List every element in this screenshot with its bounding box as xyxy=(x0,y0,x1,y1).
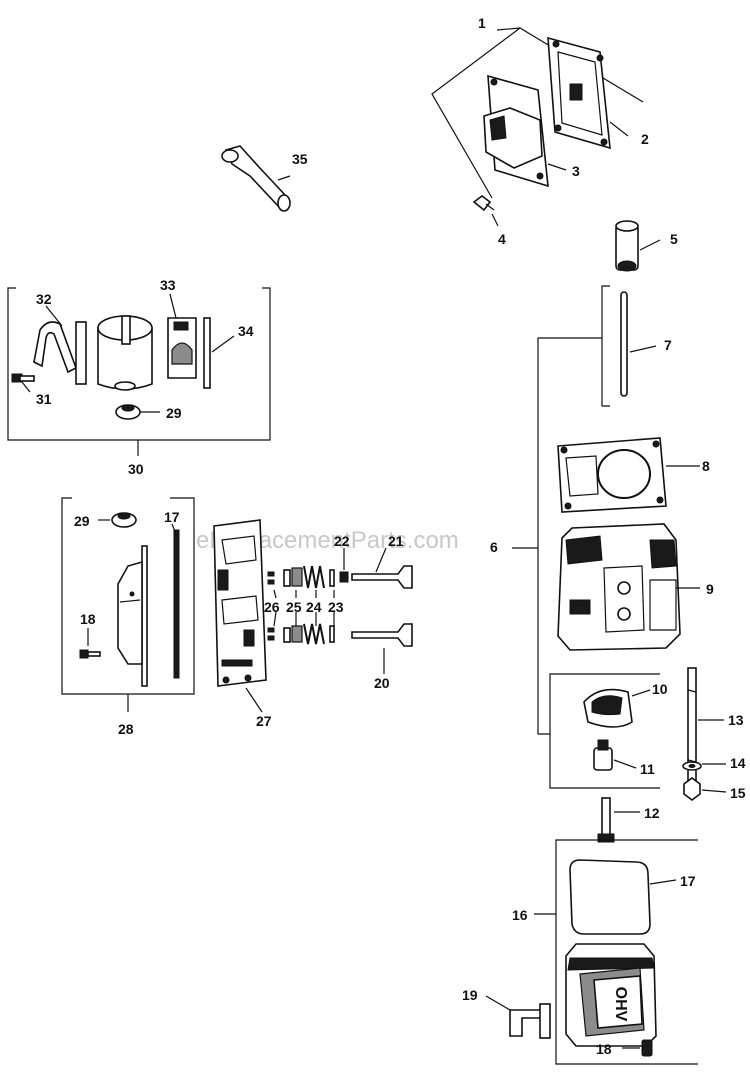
callout-2: 2 xyxy=(641,131,649,147)
callout-3: 3 xyxy=(572,163,580,179)
callout-33: 33 xyxy=(160,277,176,293)
callout-22: 22 xyxy=(334,533,350,549)
part-head-cover-plate xyxy=(117,545,148,687)
group-30-box xyxy=(7,287,271,456)
callout-29-lower: 29 xyxy=(74,513,90,529)
part-12-bolt xyxy=(597,797,640,843)
callout-14: 14 xyxy=(730,755,746,771)
callout-13: 13 xyxy=(728,712,744,728)
callout-1: 1 xyxy=(478,15,486,31)
callout-24: 24 xyxy=(306,599,322,615)
callout-26: 26 xyxy=(264,599,280,615)
callout-5: 5 xyxy=(670,231,678,247)
part-3-valve-cover xyxy=(483,74,567,188)
part-33-seal xyxy=(167,293,197,379)
part-17-gasket-strip xyxy=(171,523,180,679)
part-valve-cover-right: OHV xyxy=(565,943,657,1047)
part-8-head-gasket xyxy=(557,437,700,513)
callout-21: 21 xyxy=(388,533,404,549)
callout-9: 9 xyxy=(706,581,714,597)
group-10-11-box xyxy=(549,673,660,789)
part-31-screw xyxy=(11,373,35,393)
callout-32: 32 xyxy=(36,291,52,307)
part-27-cylinder-head xyxy=(213,519,267,713)
part-18-bolt-left xyxy=(79,628,101,659)
part-32-clamp xyxy=(33,305,87,385)
group-6-bracket xyxy=(512,337,602,735)
part-29-grommet-upper xyxy=(115,404,160,420)
valve-train-lower xyxy=(267,623,413,647)
callout-16: 16 xyxy=(512,907,528,923)
part-35-hose xyxy=(221,145,291,212)
part-10-deflector xyxy=(583,688,651,728)
callout-6: 6 xyxy=(490,539,498,555)
callout-labels: 1 2 3 4 5 6 7 8 9 10 11 12 13 14 15 16 1… xyxy=(36,15,746,1057)
callout-7: 7 xyxy=(664,337,672,353)
callout-30: 30 xyxy=(128,461,144,477)
callout-17-left: 17 xyxy=(164,509,180,525)
part-17-gasket-right xyxy=(569,859,677,935)
part-2-plate xyxy=(547,36,629,150)
callout-28: 28 xyxy=(118,721,134,737)
part-29-grommet-lower xyxy=(98,512,137,528)
part-14-washer xyxy=(682,761,726,771)
part-9-cylinder-head xyxy=(557,523,700,651)
valve-callout-lines xyxy=(273,547,387,674)
callout-25: 25 xyxy=(286,599,302,615)
callout-19: 19 xyxy=(462,987,478,1003)
part-19-bracket xyxy=(485,995,551,1039)
callout-4: 4 xyxy=(498,231,506,247)
callout-10: 10 xyxy=(652,681,668,697)
callout-11: 11 xyxy=(640,761,655,777)
part-15-nut xyxy=(683,777,727,801)
part-18-bolt-right xyxy=(622,1039,653,1057)
part-5-cap xyxy=(615,220,661,272)
part-breather-canister xyxy=(97,315,153,391)
callout-35: 35 xyxy=(292,151,308,167)
callout-18-right: 18 xyxy=(596,1041,612,1057)
callout-8: 8 xyxy=(702,458,710,474)
valve-train-upper xyxy=(267,565,413,589)
callout-20: 20 xyxy=(374,675,390,691)
callout-17-right: 17 xyxy=(680,873,696,889)
group-16-box xyxy=(534,839,698,1065)
callout-18-left: 18 xyxy=(80,611,96,627)
ohv-logo: OHV xyxy=(612,987,629,1022)
callout-23: 23 xyxy=(328,599,344,615)
part-34-gasket xyxy=(203,317,235,389)
callout-27: 27 xyxy=(256,713,272,729)
callout-29-upper: 29 xyxy=(166,405,182,421)
callout-31: 31 xyxy=(36,391,52,407)
group-28-box xyxy=(61,497,195,712)
callout-12: 12 xyxy=(644,805,660,821)
part-11-fitting xyxy=(593,739,637,771)
callout-34: 34 xyxy=(238,323,254,339)
part-7-push-rod xyxy=(601,285,657,407)
part-4-screw xyxy=(472,195,499,227)
callout-15: 15 xyxy=(730,785,746,801)
